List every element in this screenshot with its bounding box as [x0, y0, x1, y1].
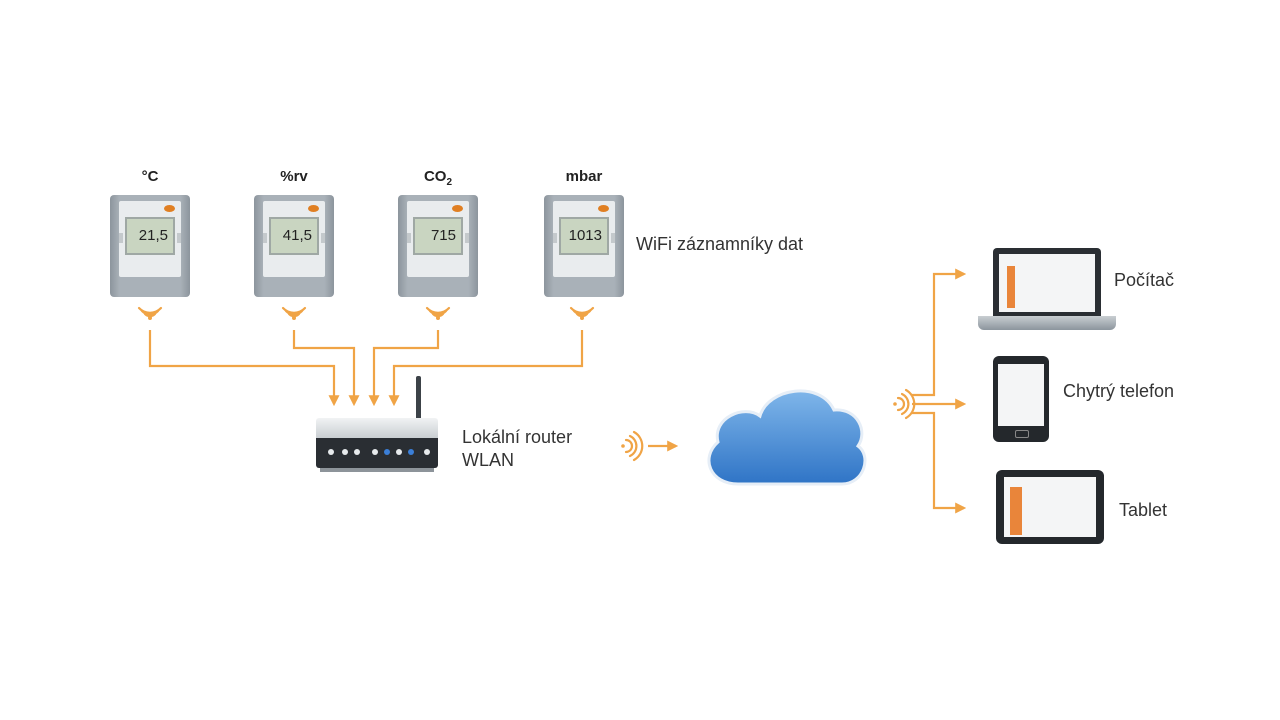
wifi-signal-icon — [569, 306, 595, 320]
logger-display: 1013 — [559, 217, 609, 255]
logo-icon — [164, 205, 175, 212]
wifi-signal-icon — [893, 388, 916, 420]
router-icon — [316, 376, 438, 474]
logger-display: 41,5 — [269, 217, 319, 255]
data-logger-co2: 715 — [398, 195, 478, 297]
logger-unit-pressure: mbar — [565, 168, 603, 185]
logo-icon — [308, 205, 319, 212]
data-logger-humidity: 41,5 — [254, 195, 334, 297]
wifi-signal-icon — [425, 306, 451, 320]
laptop-icon — [993, 248, 1101, 316]
wifi-signal-icon — [137, 306, 163, 320]
laptop-base — [978, 316, 1116, 330]
label-router: Lokální router WLAN — [462, 426, 572, 472]
tablet-icon — [996, 470, 1104, 544]
logger-display: 21,5 — [125, 217, 175, 255]
label-tablet: Tablet — [1119, 500, 1168, 520]
label-router-line2: WLAN — [462, 450, 515, 470]
logger-unit-temperature: °C — [141, 168, 159, 185]
cloud-icon — [707, 389, 867, 486]
logo-icon — [452, 205, 463, 212]
logger-unit-humidity: %rv — [280, 168, 308, 185]
smartphone-icon — [993, 356, 1049, 442]
logger-unit-co2: CO2 — [423, 168, 453, 188]
data-logger-pressure: 1013 — [544, 195, 624, 297]
logger-display: 715 — [413, 217, 463, 255]
wifi-signal-icon — [621, 430, 644, 462]
label-computer: Počítač — [1114, 270, 1175, 290]
logo-icon — [598, 205, 609, 212]
label-phone: Chytrý telefon — [1063, 381, 1175, 401]
label-router-line1: Lokální router — [462, 427, 573, 447]
label-wifi-loggers: WiFi záznamníky dat — [636, 234, 804, 254]
wifi-signal-icon — [281, 306, 307, 320]
data-logger-temperature: 21,5 — [110, 195, 190, 297]
